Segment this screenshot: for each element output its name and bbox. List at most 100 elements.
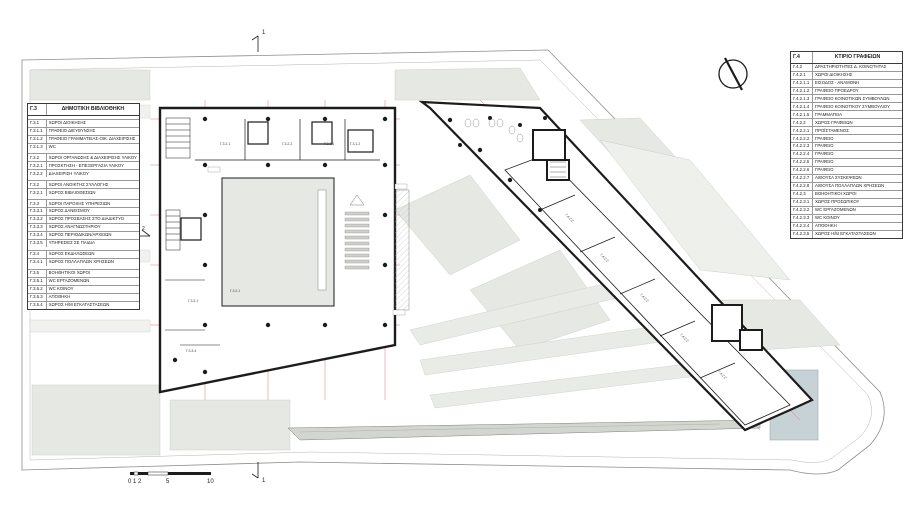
legend-label: ΠΡΟΪΣΤΑΜΕΝΟΣ [812,126,902,135]
section-markers [140,35,259,479]
svg-text:Γ.3.1.1: Γ.3.1.1 [324,142,334,146]
legend-code: Γ.4.2.2.8 [791,182,813,191]
scale-label-2: 2 [138,479,142,485]
legend-code: Γ.4.2.2.1 [791,126,813,135]
north-arrow-icon [718,57,748,91]
legend-label: WC ΚΟΙΝΟΥ [46,285,139,294]
section-marker-top: 1 [262,30,266,36]
legend-label: ΧΩΡΟΣ ΠΕΡΙΟΔΙΚΩΝ/ΑΡΧΕΙΩΝ [46,231,139,240]
section-marker-left: 2 [142,226,145,232]
legend-code: Γ.4.2.2.6 [791,166,813,175]
legend-code: Γ.3.3.4 [28,231,47,240]
legend-label: ΧΩΡΟΙ ΔΙΟΙΚΗΣΗΣ [812,70,902,80]
svg-text:Γ.4.2.2: Γ.4.2.2 [599,253,609,263]
auditorium-seating [344,211,370,270]
legend-code: Γ.4.2.1.5 [791,110,813,119]
entrance-ramp [287,419,761,441]
svg-text:Γ.4.2.2: Γ.4.2.2 [564,213,574,223]
legend-code: Γ.3.3.1 [28,207,47,216]
legend-code: Γ.3.3 [28,199,47,208]
legend-label: ΒΟΗΘΗΤΙΚΟΙ ΧΩΡΟΙ [812,190,902,199]
legend-code: Γ.3.5 [28,269,47,278]
legend-label: ΧΩΡΟΣ ΔΑΝΕΙΣΜΟΥ [46,207,139,216]
legend-code: Γ.4.2.2.7 [791,174,813,183]
library-stair [165,117,191,251]
legend-code: Γ.4.2.2.3 [791,142,813,151]
legend-label: WC ΕΡΓΑΖΟΜΕΝΩΝ [812,206,902,215]
svg-text:Γ.3.3.4: Γ.3.3.4 [186,349,196,353]
legend-code: Γ.3.4 [28,250,47,259]
legend-label: ΧΩΡΟΣ ΒΙΒΛΙΟΘΕΣΙΩΝ [46,188,139,197]
legend-code: Γ.3.3.2 [28,215,47,224]
office-building: Γ.4.2.2 Γ.4.2.2 Γ.4.2.2 Γ.4.2.2 Γ.4.2.2 [418,100,814,432]
svg-text:Γ.4.2.2: Γ.4.2.2 [679,333,689,343]
svg-text:Γ.3.2.2: Γ.3.2.2 [282,142,292,146]
legend-code: Γ.3.5.2 [28,285,47,294]
scale-label-1: 1 [133,479,137,485]
legend-code: Γ.4.2.2.2 [791,134,813,143]
legend-label: ΧΩΡΟΣ Η/Μ ΕΓΚΑΤΑΣΤΑΣΕΩΝ [46,300,139,309]
legend-label: ΧΩΡΟΣ ΠΡΟΣΒΑΣΗΣ ΣΤΟ ΔΙΑΔΙΚΤΥΟ [46,215,139,224]
legend-label: ΧΩΡΟΣ ΠΡΟΣΩΠΙΚΟΥ [812,198,902,207]
legend-label: ΓΡΑΦΕΙΟ ΚΟΙΝΟΤΙΚΟΥ ΣΥΜΒΟΥΛΙΟΥ [812,102,902,111]
legend-label: ΓΡΑΜΜΑΤΕΙΑ [812,110,902,119]
svg-text:Γ.3.3.1: Γ.3.3.1 [188,299,198,303]
legend-label: ΓΡΑΦΕΙΟ ΓΡΑΜΜΑΤΕΙΑΣ-ΟΙΚ. ΔΙΑΧΕΙΡΙΣΗΣ [46,134,139,143]
legend-code: Γ.4.2 [791,62,813,72]
legend-label: ΧΩΡΟΣ ΑΝΑΓΝΩΣΤΗΡΙΟΥ [46,223,139,232]
legend-label: WC ΕΡΓΑΖΟΜΕΝΩΝ [46,277,139,286]
legend-code: Γ.3.1.1 [28,126,47,136]
legend-label: ΑΙΘΟΥΣΑ ΣΥΣΚΕΨΕΩΝ [812,174,902,183]
legend-code: Γ.4.2.3.5 [791,229,813,238]
library-courtyard [221,177,335,307]
legend-code: Γ.3.4.1 [28,258,47,267]
legend-code: Γ.3.2.2 [28,169,47,178]
office-legend-code: Γ.4 [791,52,813,64]
legend-code: Γ.3.5.1 [28,277,47,286]
legend-code: Γ.3.2 [28,153,47,162]
svg-text:Γ.3.1.2: Γ.3.1.2 [350,142,360,146]
svg-text:Γ.4.2.2: Γ.4.2.2 [639,293,649,303]
legend-label: ΕΙΣΟΔΟΣ - ΑΝΑΜΟΝΗ [812,78,902,87]
legend-label: ΓΡΑΦΕΙΟ [812,142,902,151]
legend-label: ΔΡΑΣΤΗΡΙΟΤΗΤΕΣ Δ. ΚΟΙΝΟΤΗΤΑΣ [812,62,902,72]
legend-label: ΧΩΡΟΣ Η/Μ ΕΓΚΑΤΑΣΤΑΣΕΩΝ [812,229,902,238]
legend-code: Γ.3.1.2 [28,134,47,143]
legend-code: Γ.3.2 [28,180,47,189]
legend-label: ΓΡΑΦΕΙΟ ΚΟΙΝΟΤΙΚΩΝ ΣΥΜΒΟΥΛΩΝ [812,94,902,103]
legend-code: Γ.4.2.2.4 [791,150,813,159]
legend-label: ΔΙΑΧΕΙΡΙΣΗ ΥΛΙΚΟΥ [46,169,139,178]
legend-code: Γ.4.2.1.4 [791,102,813,111]
legend-code: Γ.3.3.5 [28,239,47,248]
library-legend-title: ΔΗΜΟΤΙΚΗ ΒΙΒΛΙΟΘΗΚΗ [46,104,139,116]
legend-code: Γ.3.5.3 [28,292,47,302]
legend-label: ΓΡΑΦΕΙΟ [812,158,902,167]
legend-code: Γ.3.2.1 [28,161,47,170]
scale-bar-graphic [130,471,211,476]
legend-label: WC ΚΟΙΝΟΥ [812,214,902,223]
